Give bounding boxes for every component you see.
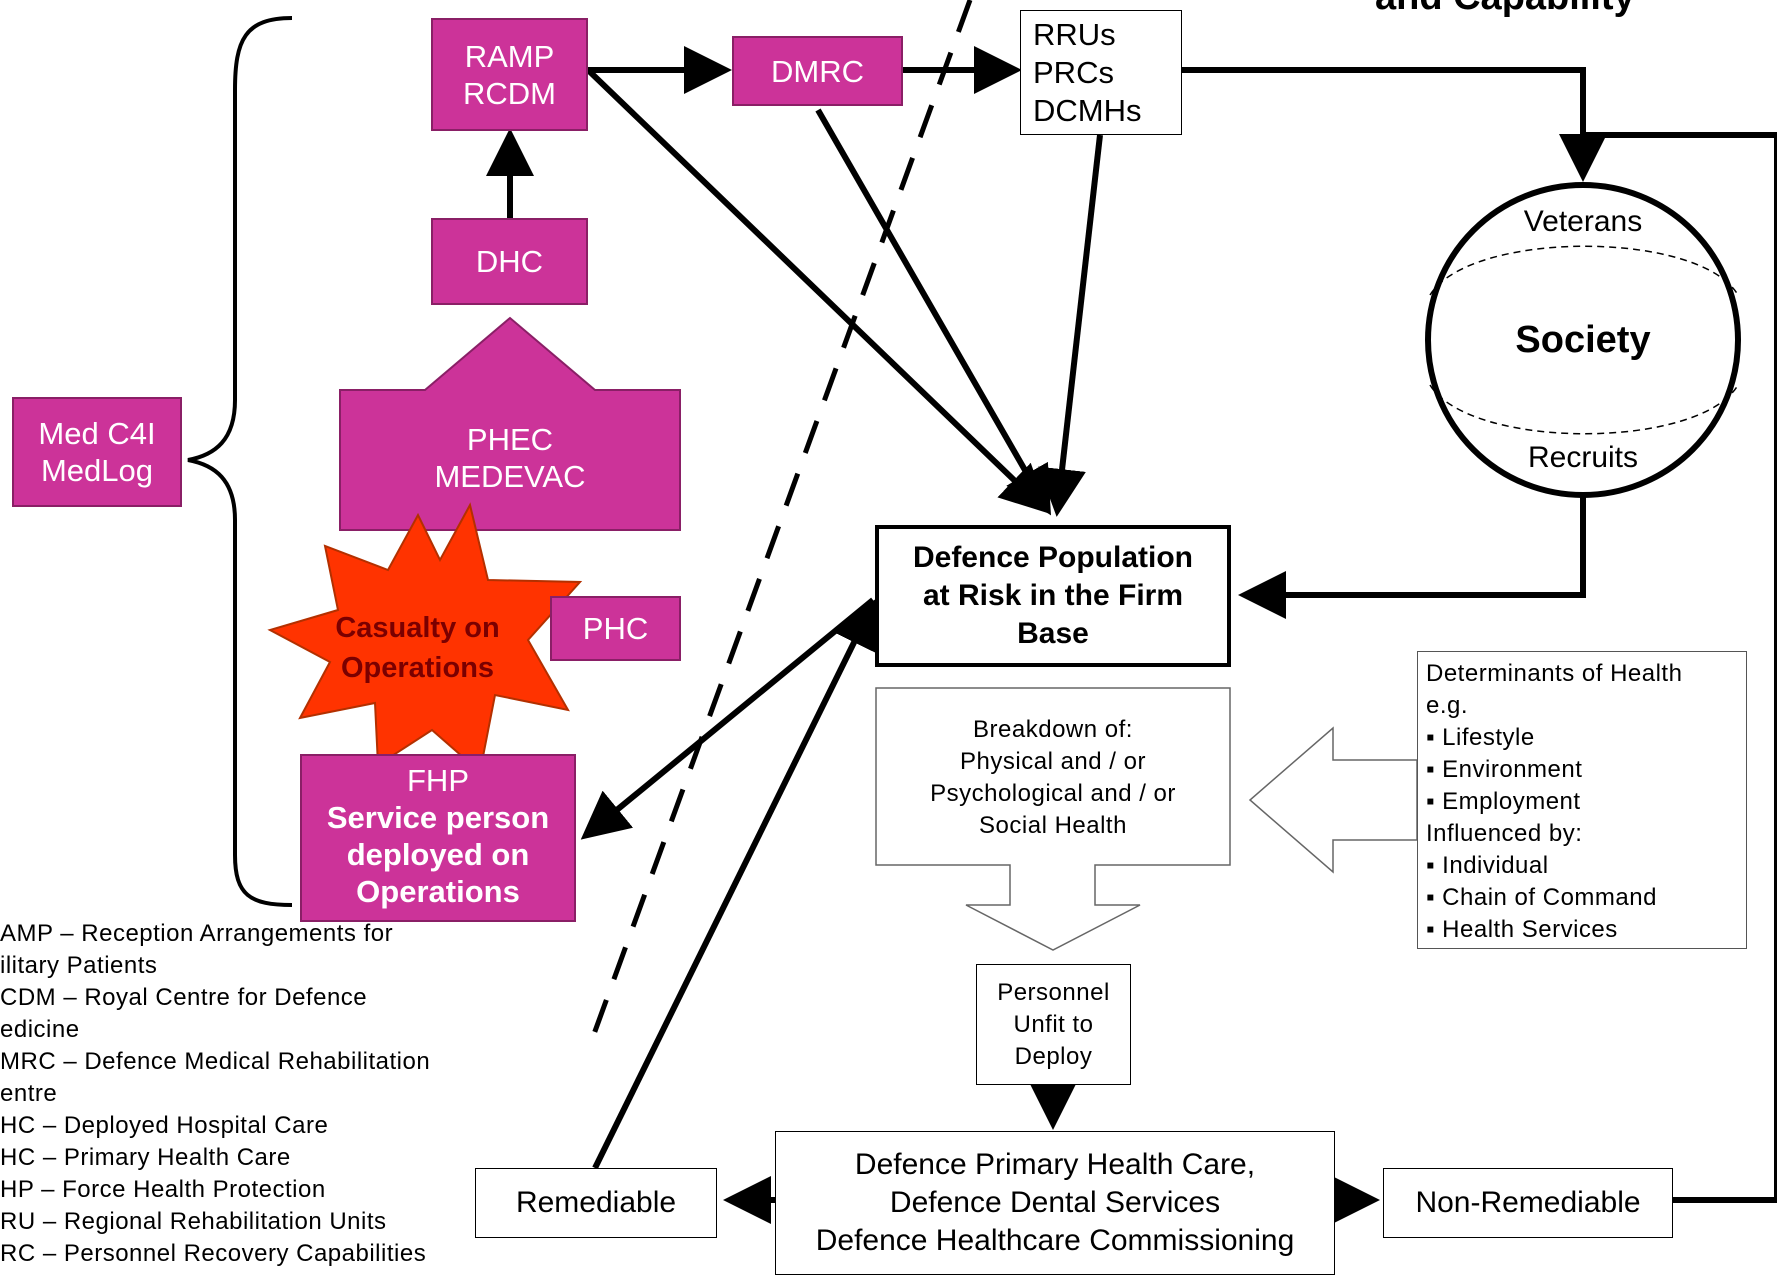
breakdown-line-1: Breakdown of: — [973, 716, 1133, 743]
phc-box: PHC — [550, 596, 681, 661]
determinants-line: ▪ Employment — [1426, 788, 1581, 815]
rru-prc-dcmh-box: RRUs PRCs DCMHs — [1020, 10, 1182, 135]
med-c4i-label: Med C4I — [38, 416, 156, 451]
arrow-nonremediable-to-society — [1583, 132, 1777, 1203]
determinants-line: e.g. — [1426, 692, 1469, 719]
arrow-population-to-service — [580, 597, 875, 840]
arrow-rru-to-society — [1182, 67, 1607, 182]
legend-line: entre — [0, 1080, 58, 1107]
dmrc-box: DMRC — [732, 36, 903, 106]
personnel-line-1: Personnel — [997, 978, 1110, 1006]
non-remediable-box: Non-Remediable — [1383, 1168, 1673, 1238]
primary-line-1: Defence Primary Health Care, — [854, 1148, 1256, 1181]
casualty-line-1: Casualty on — [335, 612, 500, 644]
breakdown-block-arrow — [875, 687, 1231, 951]
determinants-line: ▪ Environment — [1426, 756, 1583, 783]
population-line-2: at Risk in the Firm — [922, 579, 1184, 612]
determinants-line: ▪ Health Services — [1426, 916, 1618, 943]
operations-label: Operations — [356, 874, 520, 909]
recruits-label: Recruits — [1527, 441, 1639, 474]
population-line-1: Defence Population — [912, 541, 1194, 574]
breakdown-line-3: Psychological and / or — [930, 780, 1176, 807]
ramp-label: RAMP — [464, 38, 555, 74]
breakdown-label: Breakdown of: Physical and / or Psycholo… — [876, 700, 1230, 850]
remediable-box: Remediable — [475, 1168, 717, 1238]
veterans-label: Veterans — [1523, 205, 1643, 238]
medevac-label: MEDEVAC — [434, 458, 586, 494]
determinants-block-arrow — [1248, 726, 1418, 874]
legend-line: CDM – Royal Centre for Defence — [0, 984, 368, 1011]
legend-line: HC – Deployed Hospital Care — [0, 1112, 329, 1139]
rrus-label: RRUs — [1033, 16, 1116, 52]
legend-line: RU – Regional Rehabilitation Units — [0, 1208, 387, 1235]
dhc-box: DHC — [431, 218, 588, 305]
casualty-label: Casualty on Operations — [300, 603, 535, 693]
determinants-line: Determinants of Health — [1426, 660, 1683, 687]
medlog-label: MedLog — [40, 453, 154, 488]
breakdown-line-2: Physical and / or — [960, 748, 1146, 775]
deployed-on-label: deployed on — [346, 837, 530, 872]
arrow-rru-to-population — [1038, 134, 1103, 517]
abbreviation-legend: AMP – Reception Arrangements for ilitary… — [0, 918, 460, 1270]
legend-line: HP – Force Health Protection — [0, 1176, 326, 1203]
fhp-label: FHP — [407, 763, 469, 798]
primary-line-3: Defence Healthcare Commissioning — [815, 1224, 1295, 1257]
service-person-label: Service person — [326, 800, 550, 835]
arrow-ramp-to-population — [585, 67, 1049, 514]
personnel-unfit-box: Personnel Unfit to Deploy — [976, 964, 1131, 1085]
phec-block-arrow — [339, 316, 681, 531]
grouping-brace — [187, 16, 293, 907]
determinants-box: Determinants of Health e.g. ▪ Lifestyle … — [1417, 651, 1747, 949]
breakdown-line-4: Social Health — [979, 812, 1127, 839]
legend-line: HC – Primary Health Care — [0, 1144, 291, 1171]
determinants-line: ▪ Individual — [1426, 852, 1549, 879]
legend-line: AMP – Reception Arrangements for — [0, 920, 394, 947]
society-circle — [1425, 182, 1741, 498]
legend-line: RC – Personnel Recovery Capabilities — [0, 1240, 427, 1267]
determinants-line: ▪ Lifestyle — [1426, 724, 1535, 751]
dhc-label: DHC — [475, 244, 544, 279]
legend-line: edicine — [0, 1016, 80, 1043]
society-labels: Veterans Society Recruits — [1428, 205, 1738, 475]
med-c4i-box: Med C4I MedLog — [12, 397, 182, 507]
defence-population-box: Defence Population at Risk in the Firm B… — [875, 525, 1231, 667]
determinants-line: ▪ Chain of Command — [1426, 884, 1657, 911]
phec-label: PHEC — [466, 421, 554, 457]
phc-label: PHC — [582, 611, 649, 646]
non-remediable-label: Non-Remediable — [1415, 1186, 1641, 1219]
determinants-line: Influenced by: — [1426, 820, 1583, 847]
arrow-dmrc-to-population — [815, 108, 1051, 516]
ramp-rcdm-box: RAMP RCDM — [431, 18, 588, 131]
casualty-line-2: Operations — [340, 652, 495, 684]
personnel-line-3: Deploy — [1014, 1042, 1093, 1070]
rcdm-label: RCDM — [463, 75, 556, 111]
fhp-box: FHP Service person deployed on Operation… — [300, 754, 576, 922]
arrow-society-to-population — [1238, 496, 1586, 619]
deployment-boundary-line — [587, 0, 973, 1046]
primary-line-2: Defence Dental Services — [889, 1186, 1221, 1219]
arrow-remediable-to-population — [592, 599, 876, 1170]
personnel-line-2: Unfit to — [1013, 1010, 1094, 1038]
casualty-starburst — [267, 502, 583, 774]
legend-line: ilitary Patients — [0, 952, 158, 979]
remediable-label: Remediable — [515, 1186, 677, 1219]
population-line-3: Base — [1017, 617, 1089, 650]
defence-primary-box: Defence Primary Health Care, Defence Den… — [775, 1131, 1335, 1275]
prcs-label: PRCs — [1033, 54, 1114, 90]
right-title-fragment: and Capability — [1375, 0, 1635, 19]
dcmhs-label: DCMHs — [1033, 92, 1142, 128]
dmrc-label: DMRC — [771, 53, 864, 89]
legend-line: MRC – Defence Medical Rehabilitation — [0, 1048, 431, 1075]
society-title: Society — [1515, 318, 1651, 361]
phec-label-group: PHEC MEDEVAC — [340, 415, 680, 500]
